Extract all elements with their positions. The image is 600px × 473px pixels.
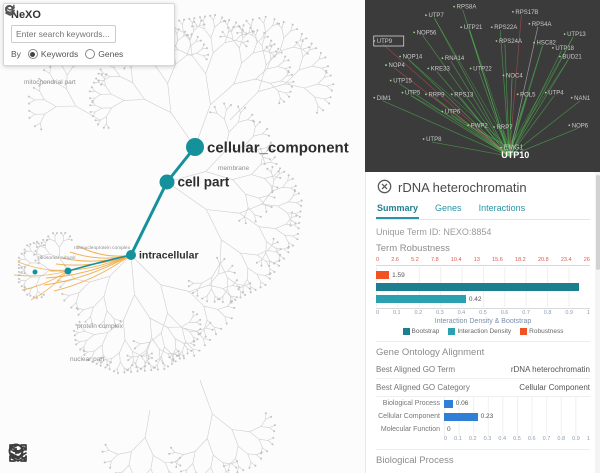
term-node-cellular-component[interactable] xyxy=(186,138,204,156)
radio-genes-control[interactable] xyxy=(85,49,96,59)
legend-swatch-interaction-density xyxy=(448,328,456,335)
zoom-controls xyxy=(6,441,172,467)
term-label-cell-part[interactable]: cell part xyxy=(178,175,230,190)
go-bar-cellular-component xyxy=(444,412,478,421)
tree-label-ribonucleoprotein-complex[interactable]: ribonucleoprotein complex xyxy=(74,245,131,251)
tab-genes[interactable]: Genes xyxy=(435,203,462,213)
term-node-intracellular[interactable] xyxy=(126,250,136,260)
gene-node-UTP4[interactable]: UTP4 xyxy=(548,91,564,97)
gene-node-KRE33[interactable]: KRE33 xyxy=(431,67,451,73)
gene-node-RPS17B[interactable]: RPS17B xyxy=(515,10,538,16)
radio-keywords[interactable]: Keywords xyxy=(27,49,79,59)
gene-node-RPS22A[interactable]: RPS22A xyxy=(494,25,517,31)
collapse-all-button[interactable] xyxy=(11,441,137,467)
gene-node-NAN1[interactable]: NAN1 xyxy=(574,96,591,102)
go-alignment-header: Gene Ontology Alignment xyxy=(376,341,590,358)
tree-label-membrane[interactable]: membrane xyxy=(218,165,249,172)
detail-tabs: Summary Genes Interactions xyxy=(376,201,590,220)
term-label-intracellular[interactable]: intracellular xyxy=(139,250,199,262)
gene-node-RPS4A[interactable]: RPS4A xyxy=(532,22,552,28)
gene-node-POL5[interactable]: POL5 xyxy=(520,92,536,98)
bar-bootstrap xyxy=(376,283,580,291)
gene-network-canvas[interactable]: UTP7 RPS8A RPS17B UTP21 RPS22A RPS4A UTP13 NOP5… xyxy=(365,0,600,172)
gene-node-HSC82[interactable]: HSC82 xyxy=(537,41,557,47)
refresh-icon[interactable] xyxy=(5,4,150,41)
gene-node-UTP8[interactable]: UTP8 xyxy=(426,137,442,143)
legend-swatch-bootstrap xyxy=(402,328,410,335)
gene-node-NOP14[interactable]: NOP14 xyxy=(403,54,423,60)
gene-node-RPS24A[interactable]: RPS24A xyxy=(499,39,522,45)
tree-label-protein-complex[interactable]: protein complex xyxy=(77,323,124,330)
zoom-out-button[interactable] xyxy=(8,441,67,467)
gene-node-RPS13[interactable]: RPS13 xyxy=(454,92,474,98)
gene-node-UTP15[interactable]: UTP15 xyxy=(393,79,412,85)
radio-keywords-label: Keywords xyxy=(40,49,79,59)
gene-node-UTP9[interactable]: UTP9 xyxy=(377,39,393,45)
layers-button[interactable] xyxy=(9,441,172,467)
gene-node-RRP9[interactable]: RRP9 xyxy=(428,92,445,98)
detail-header: rDNA heterochromatin xyxy=(376,179,590,195)
search-by-label: By xyxy=(11,49,21,59)
gene-node-NOP4[interactable]: NOP4 xyxy=(389,63,406,69)
term-robustness-header: Term Robustness xyxy=(376,243,450,254)
close-button[interactable] xyxy=(376,179,392,195)
gene-network-panel[interactable]: UTP7 RPS8A RPS17B UTP21 RPS22A RPS4A UTP13 NOP5… xyxy=(365,0,600,172)
cluster-term-node[interactable] xyxy=(64,267,72,275)
legend-swatch-robustness xyxy=(520,328,528,335)
radio-genes[interactable]: Genes xyxy=(85,49,123,59)
search-input[interactable] xyxy=(11,25,116,43)
fit-to-screen-button[interactable] xyxy=(9,441,102,467)
tab-interactions[interactable]: Interactions xyxy=(478,203,526,213)
tree-label-nuclear-part[interactable]: nuclear part xyxy=(70,356,105,363)
gene-node-UTP13[interactable]: UTP13 xyxy=(567,32,586,38)
bar-robustness xyxy=(376,271,390,279)
gene-node-UTP7[interactable]: UTP7 xyxy=(428,13,444,19)
tree-label-mitochondrial-part[interactable]: mitochondrial part xyxy=(24,79,76,86)
tree-label-ribosomal-subunit[interactable]: ribosomal subunit xyxy=(38,255,76,261)
layers-icon[interactable] xyxy=(5,5,167,41)
gene-node-RRP7[interactable]: RRP7 xyxy=(497,125,514,131)
bar-interaction-density xyxy=(376,295,466,303)
gene-node-UTP18[interactable]: UTP18 xyxy=(555,46,574,52)
gene-node-BUD21[interactable]: BUD21 xyxy=(562,54,582,60)
gene-node-UTP10[interactable]: UTP10 xyxy=(501,150,529,160)
close-icon xyxy=(377,179,391,194)
go-bar-biological-process xyxy=(444,399,453,408)
gene-node-RNA14[interactable]: RNA14 xyxy=(445,56,465,62)
gene-node-EMG1[interactable]: EMG1 xyxy=(504,145,524,152)
gene-node-NOP6[interactable]: NOP6 xyxy=(572,123,589,129)
gene-node-NOP56[interactable]: NOP56 xyxy=(417,30,437,36)
cluster-term-node[interactable] xyxy=(32,269,38,275)
term-detail-panel: rDNA heterochromatin Summary Genes Interac… xyxy=(365,172,600,473)
search-icon[interactable] xyxy=(5,5,133,41)
gene-node-RPS8A[interactable]: RPS8A xyxy=(457,5,477,11)
term-label-cellular-component[interactable]: cellular_component xyxy=(207,139,349,156)
term-title: rDNA heterochromatin xyxy=(398,179,527,195)
detail-scrollbar[interactable] xyxy=(595,172,600,473)
radio-keywords-control[interactable] xyxy=(27,49,38,59)
gene-node-UTP22[interactable]: UTP22 xyxy=(473,67,492,73)
biological-process-header: Biological Process xyxy=(376,449,590,466)
gene-node-DIM1[interactable]: DIM1 xyxy=(377,96,392,102)
gene-node-UTP6[interactable]: UTP6 xyxy=(445,110,461,116)
scrollbar-thumb[interactable] xyxy=(595,175,600,270)
app-title: NeXO xyxy=(11,9,41,21)
search-panel: NeXO By Keywords xyxy=(3,3,175,66)
gene-node-UTP21[interactable]: UTP21 xyxy=(464,25,483,31)
term-node-cell-part[interactable] xyxy=(159,174,175,190)
gene-node-UTP5[interactable]: UTP5 xyxy=(405,91,421,97)
stacked-layers-icon xyxy=(9,444,27,462)
gene-node-PWP2[interactable]: PWP2 xyxy=(471,123,489,129)
unique-term-id: Unique Term ID: NEXO:8854 xyxy=(376,227,492,237)
gene-node-NOC4[interactable]: NOC4 xyxy=(506,73,523,79)
tab-summary[interactable]: Summary xyxy=(376,201,420,219)
radio-genes-label: Genes xyxy=(98,49,124,59)
